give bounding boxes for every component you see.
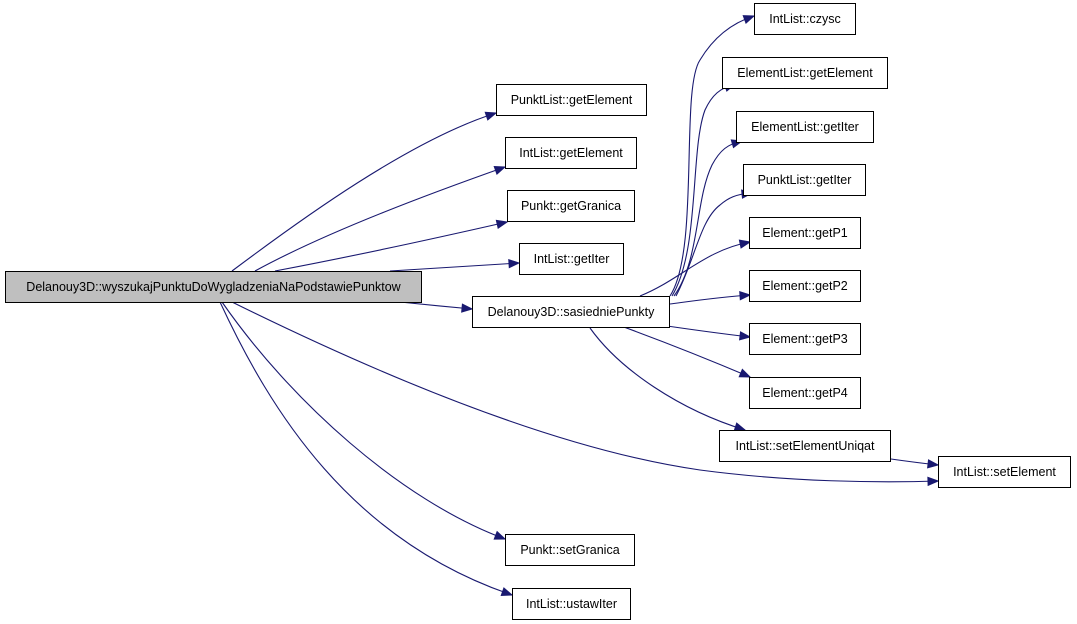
- node-intlist-getelement[interactable]: IntList::getElement: [505, 137, 637, 169]
- node-punkt-getgranica[interactable]: Punkt::getGranica: [507, 190, 635, 222]
- edge-sas-p3-arrowhead: [739, 331, 752, 341]
- node-delanouy3d-wyszukajpunktu: Delanouy3D::wyszukajPunktuDoWygladzeniaN…: [5, 271, 422, 303]
- edge-root-punktlist-getelement-arrowhead: [484, 111, 498, 121]
- edge-sas-p1: [639, 241, 751, 297]
- edge-root-punkt-getgranica: [274, 221, 508, 272]
- edge-sas-p4: [609, 321, 751, 378]
- edge-root-setelement-arrowhead: [927, 476, 940, 487]
- edge-root-punkt-setgranica-arrowhead: [493, 530, 507, 540]
- edge-sas-elgetiter: [673, 140, 743, 297]
- node-intlist-czysc[interactable]: IntList::czysc: [754, 3, 856, 35]
- node-element-getp1[interactable]: Element::getP1: [749, 217, 861, 249]
- edge-root-punkt-getgranica-arrowhead: [495, 219, 509, 229]
- edge-sas-setelementuniqat: [589, 327, 746, 431]
- edge-root-intlist-ustawiter-arrowhead: [500, 587, 514, 597]
- edge-sas-czysc-arrowhead: [742, 15, 756, 25]
- node-elementlist-getiter[interactable]: ElementList::getIter: [736, 111, 874, 143]
- edge-root-punktlist-getelement: [231, 112, 497, 272]
- edge-root-sasiedniepunkty-arrowhead: [461, 303, 474, 313]
- edge-root-intlist-getelement: [254, 166, 506, 272]
- edge-root-punkt-setgranica: [221, 301, 506, 540]
- node-intlist-setelement[interactable]: IntList::setElement: [938, 456, 1071, 488]
- node-elementlist-getelement[interactable]: ElementList::getElement: [722, 57, 888, 89]
- node-element-getp3[interactable]: Element::getP3: [749, 323, 861, 355]
- edge-sas-p2: [669, 294, 751, 305]
- edge-sas-pgetiter: [675, 192, 753, 297]
- edge-root-intlist-getiter-arrowhead: [508, 258, 521, 269]
- node-element-getp2[interactable]: Element::getP2: [749, 270, 861, 302]
- edge-root-intlist-ustawiter: [219, 301, 513, 596]
- edge-root-intlist-getelement-arrowhead: [493, 166, 507, 175]
- edge-sas-elgetel: [671, 83, 736, 297]
- node-intlist-ustawiter[interactable]: IntList::ustawIter: [512, 588, 631, 620]
- node-element-getp4[interactable]: Element::getP4: [749, 377, 861, 409]
- edge-sas-p4-arrowhead: [738, 368, 752, 378]
- node-intlist-getiter[interactable]: IntList::getIter: [519, 243, 624, 275]
- edge-uniqat-setelement-arrowhead: [927, 459, 940, 469]
- node-punktlist-getelement[interactable]: PunktList::getElement: [496, 84, 647, 116]
- edge-sas-czysc: [669, 15, 755, 297]
- node-punktlist-getiter[interactable]: PunktList::getIter: [743, 164, 866, 196]
- node-delanouy3d-sasiedniepunkty[interactable]: Delanouy3D::sasiedniePunkty: [472, 296, 670, 328]
- node-punkt-setgranica[interactable]: Punkt::setGranica: [505, 534, 635, 566]
- edge-sas-p2-arrowhead: [739, 291, 752, 301]
- edge-root-setelement: [231, 301, 939, 483]
- node-intlist-setelementuniqat[interactable]: IntList::setElementUniqat: [719, 430, 891, 462]
- edge-root-sasiedniepunkty: [399, 301, 473, 310]
- edge-root-intlist-getiter: [389, 262, 520, 272]
- edge-sas-p1-arrowhead: [738, 239, 752, 249]
